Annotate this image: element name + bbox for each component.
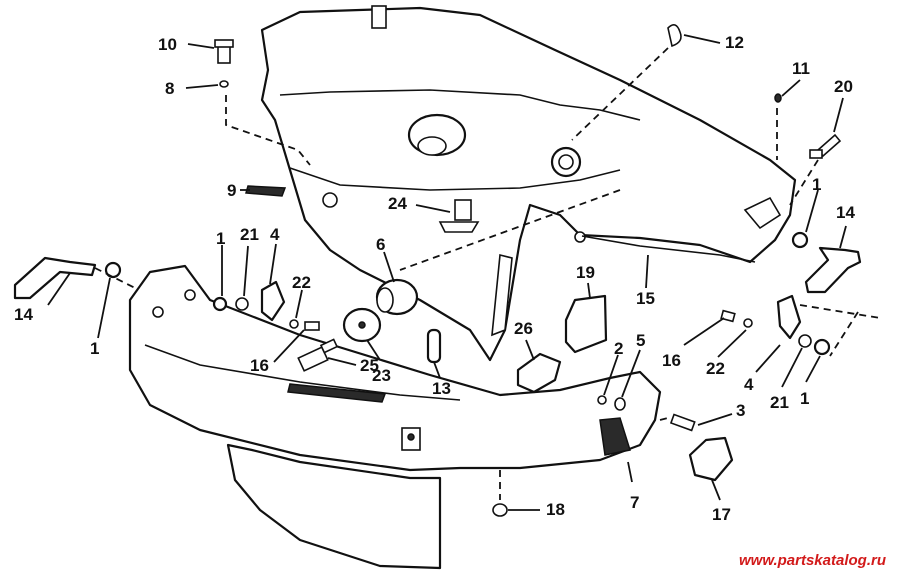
- callout-18: 18: [546, 500, 565, 519]
- callout-11: 11: [792, 59, 810, 78]
- callout-12: 12: [725, 33, 744, 52]
- callout-6: 6: [376, 235, 386, 254]
- watermark: www.partskatalog.ru: [739, 552, 886, 569]
- upper-motor-cover: [260, 5, 797, 362]
- callout-25: 25: [360, 356, 379, 375]
- callout-23: 23: [372, 366, 391, 385]
- callout-16-b: 16: [662, 351, 681, 370]
- callout-16-a: 16: [250, 356, 269, 375]
- callout-26: 26: [514, 319, 533, 338]
- callout-5: 5: [636, 331, 646, 350]
- callout-14-b: 14: [836, 203, 855, 222]
- callout-4-b: 4: [744, 375, 754, 394]
- callout-14-a: 14: [14, 305, 33, 324]
- callout-20: 20: [834, 77, 853, 96]
- callout-15: 15: [636, 289, 655, 308]
- callout-24: 24: [388, 194, 407, 213]
- lower-motor-cover-part-7: [128, 264, 662, 570]
- small-parts: [13, 24, 862, 517]
- callout-17: 17: [712, 505, 731, 524]
- assembly-dashed-lines: [94, 47, 881, 500]
- callout-8: 8: [165, 79, 175, 98]
- callout-1-b: 1: [90, 339, 100, 358]
- callout-9: 9: [227, 181, 237, 200]
- callout-10: 10: [158, 35, 177, 54]
- callout-19: 19: [576, 263, 595, 282]
- callout-7: 7: [630, 493, 640, 512]
- callout-2: 2: [614, 339, 624, 358]
- callout-22-a: 22: [292, 273, 311, 292]
- callout-3: 3: [736, 401, 746, 420]
- callout-13: 13: [432, 379, 451, 398]
- link-rod-part-15: [581, 235, 756, 263]
- callout-4-a: 4: [270, 225, 280, 244]
- callout-1-d: 1: [800, 389, 810, 408]
- callout-1-a: 1: [216, 229, 226, 248]
- leader-lines: [47, 34, 847, 511]
- callout-21-b: 21: [770, 393, 789, 412]
- callout-1-c: 1: [812, 175, 822, 194]
- callout-22-b: 22: [706, 359, 725, 378]
- callout-21-a: 21: [240, 225, 259, 244]
